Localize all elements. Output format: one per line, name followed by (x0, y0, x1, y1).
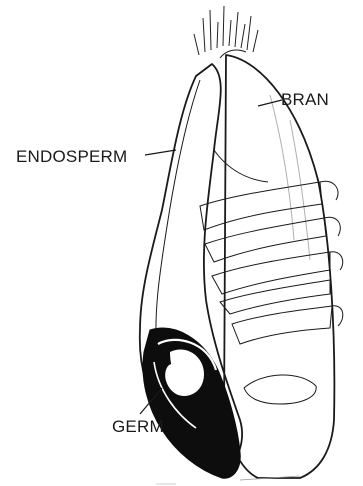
bran-label-text: BRAN (281, 90, 329, 109)
germ-label-text: GERM (112, 417, 164, 436)
label-bran: BRAN (258, 90, 329, 109)
endosperm-label-text: ENDOSPERM (16, 147, 127, 166)
label-endosperm: ENDOSPERM (16, 147, 176, 166)
germ-region (143, 328, 240, 478)
brush-hairs (194, 6, 258, 55)
